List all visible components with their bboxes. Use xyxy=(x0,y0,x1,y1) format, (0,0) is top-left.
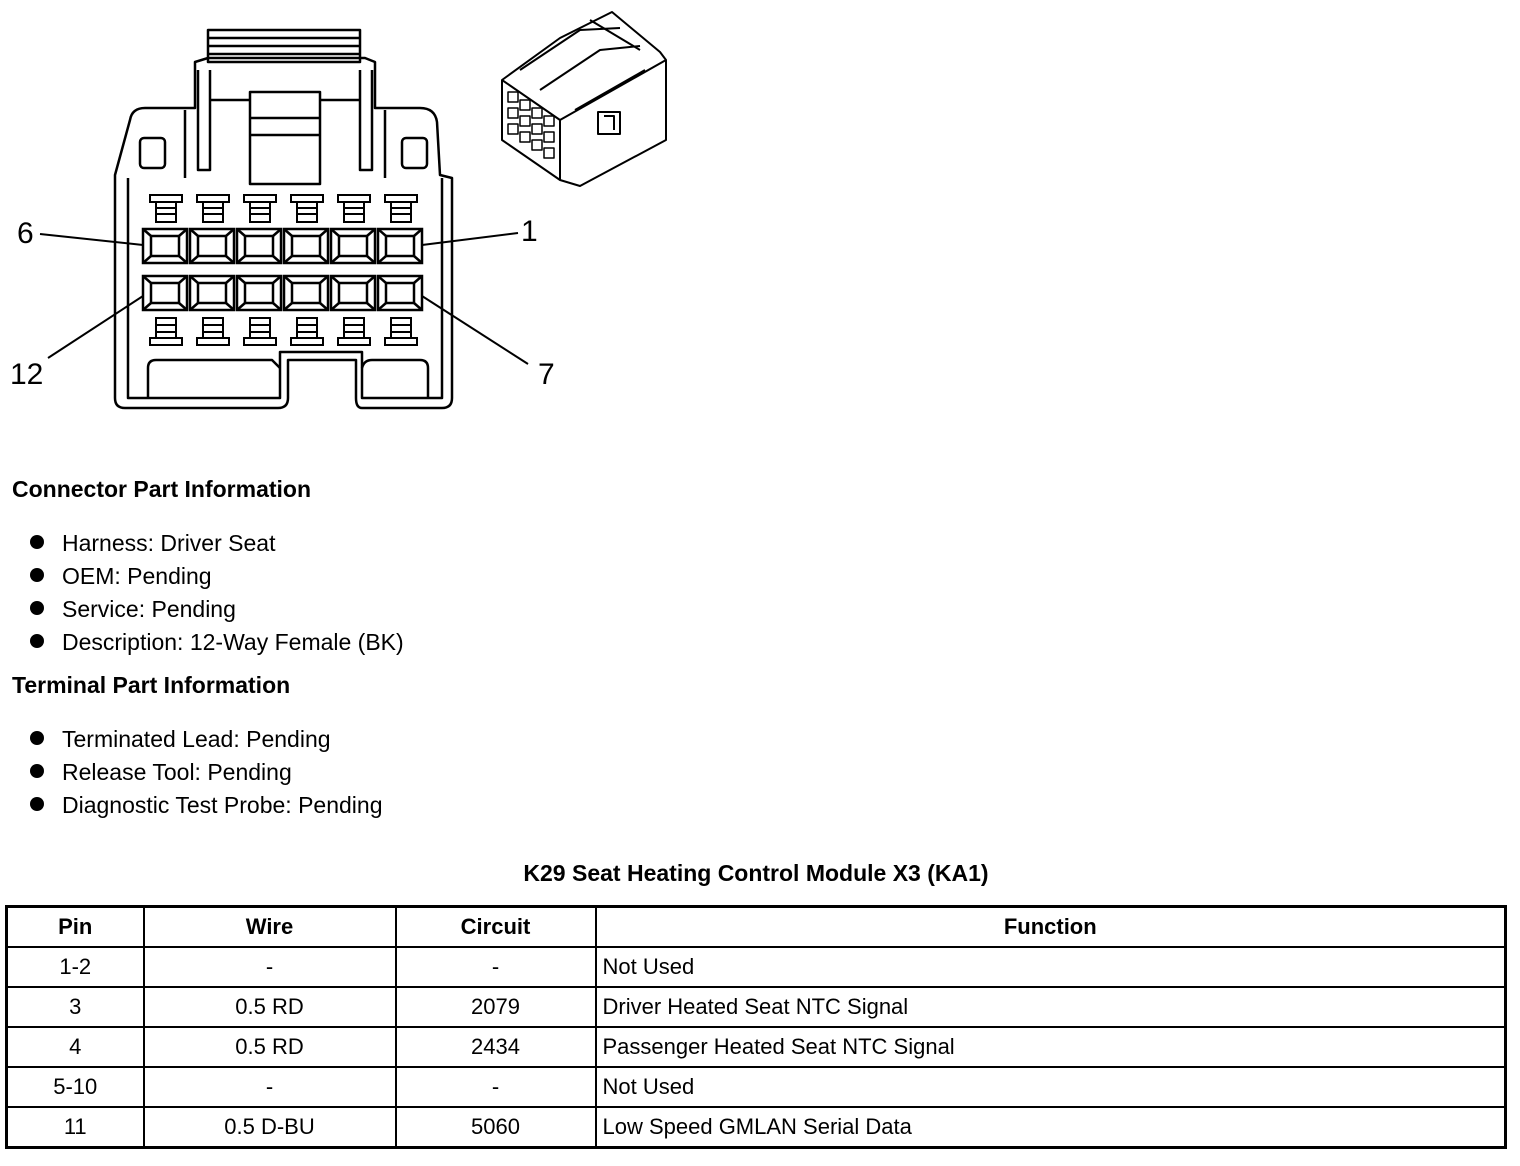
list-item: Harness: Driver Seat xyxy=(30,527,404,560)
pin-cell: 1-2 xyxy=(5,946,145,988)
list-item: Description: 12-Way Female (BK) xyxy=(30,626,404,659)
bullet-icon xyxy=(30,534,44,549)
bullet-icon xyxy=(30,600,44,615)
connector-face-diagram xyxy=(39,11,667,410)
connector-part-list: Harness: Driver Seat OEM: Pending Servic… xyxy=(30,527,404,659)
pin-cell: 4 xyxy=(5,1026,145,1068)
circuit-cell: 2079 xyxy=(394,986,597,1028)
function-cell: Passenger Heated Seat NTC Signal xyxy=(594,1026,1507,1068)
column-header-wire: Wire xyxy=(142,905,397,948)
table-row: 11 0.5 D-BU 5060 Low Speed GMLAN Serial … xyxy=(5,1106,1507,1149)
bullet-icon xyxy=(30,763,44,778)
pin-1-label: 1 xyxy=(521,215,538,248)
pin-7-label: 7 xyxy=(538,358,555,391)
list-item: Release Tool: Pending xyxy=(30,756,383,789)
circuit-cell: 5060 xyxy=(394,1106,597,1149)
column-header-pin: Pin xyxy=(5,905,145,948)
function-cell: Driver Heated Seat NTC Signal xyxy=(594,986,1507,1028)
terminal-part-title: Terminal Part Information xyxy=(12,672,291,698)
column-header-function: Function xyxy=(594,905,1507,948)
bullet-icon xyxy=(30,796,44,811)
pin-cell: 11 xyxy=(5,1106,145,1149)
list-item: Terminated Lead: Pending xyxy=(30,723,383,756)
bullet-icon xyxy=(30,633,44,648)
function-cell: Not Used xyxy=(594,946,1507,988)
table-header-row: Pin Wire Circuit Function xyxy=(5,905,1507,948)
pin-6-label: 6 xyxy=(17,217,34,250)
terminal-part-list: Terminated Lead: Pending Release Tool: P… xyxy=(30,723,383,822)
wire-cell: - xyxy=(142,1066,397,1108)
list-item: OEM: Pending xyxy=(30,560,404,593)
table-title: K29 Seat Heating Control Module X3 (KA1) xyxy=(523,860,989,886)
column-header-circuit: Circuit xyxy=(394,905,597,948)
pinout-table: Pin Wire Circuit Function 1-2 - - Not Us… xyxy=(5,905,1507,1149)
function-cell: Low Speed GMLAN Serial Data xyxy=(594,1106,1507,1149)
wire-cell: 0.5 D-BU xyxy=(142,1106,397,1149)
bullet-icon xyxy=(30,730,44,745)
wire-cell: - xyxy=(142,946,397,988)
pin-12-label: 12 xyxy=(10,358,44,391)
table-row: 3 0.5 RD 2079 Driver Heated Seat NTC Sig… xyxy=(5,986,1507,1028)
table-row: 1-2 - - Not Used xyxy=(5,946,1507,988)
circuit-cell: - xyxy=(394,946,597,988)
table-row: 5-10 - - Not Used xyxy=(5,1066,1507,1108)
list-item: Service: Pending xyxy=(30,593,404,626)
list-item: Diagnostic Test Probe: Pending xyxy=(30,789,383,822)
wire-cell: 0.5 RD xyxy=(142,986,397,1028)
table-row: 4 0.5 RD 2434 Passenger Heated Seat NTC … xyxy=(5,1026,1507,1068)
connector-part-title: Connector Part Information xyxy=(12,476,312,502)
pin-cell: 3 xyxy=(5,986,145,1028)
function-cell: Not Used xyxy=(594,1066,1507,1108)
bullet-icon xyxy=(30,567,44,582)
circuit-cell: 2434 xyxy=(394,1026,597,1068)
circuit-cell: - xyxy=(394,1066,597,1108)
pin-cell: 5-10 xyxy=(5,1066,145,1108)
wire-cell: 0.5 RD xyxy=(142,1026,397,1068)
